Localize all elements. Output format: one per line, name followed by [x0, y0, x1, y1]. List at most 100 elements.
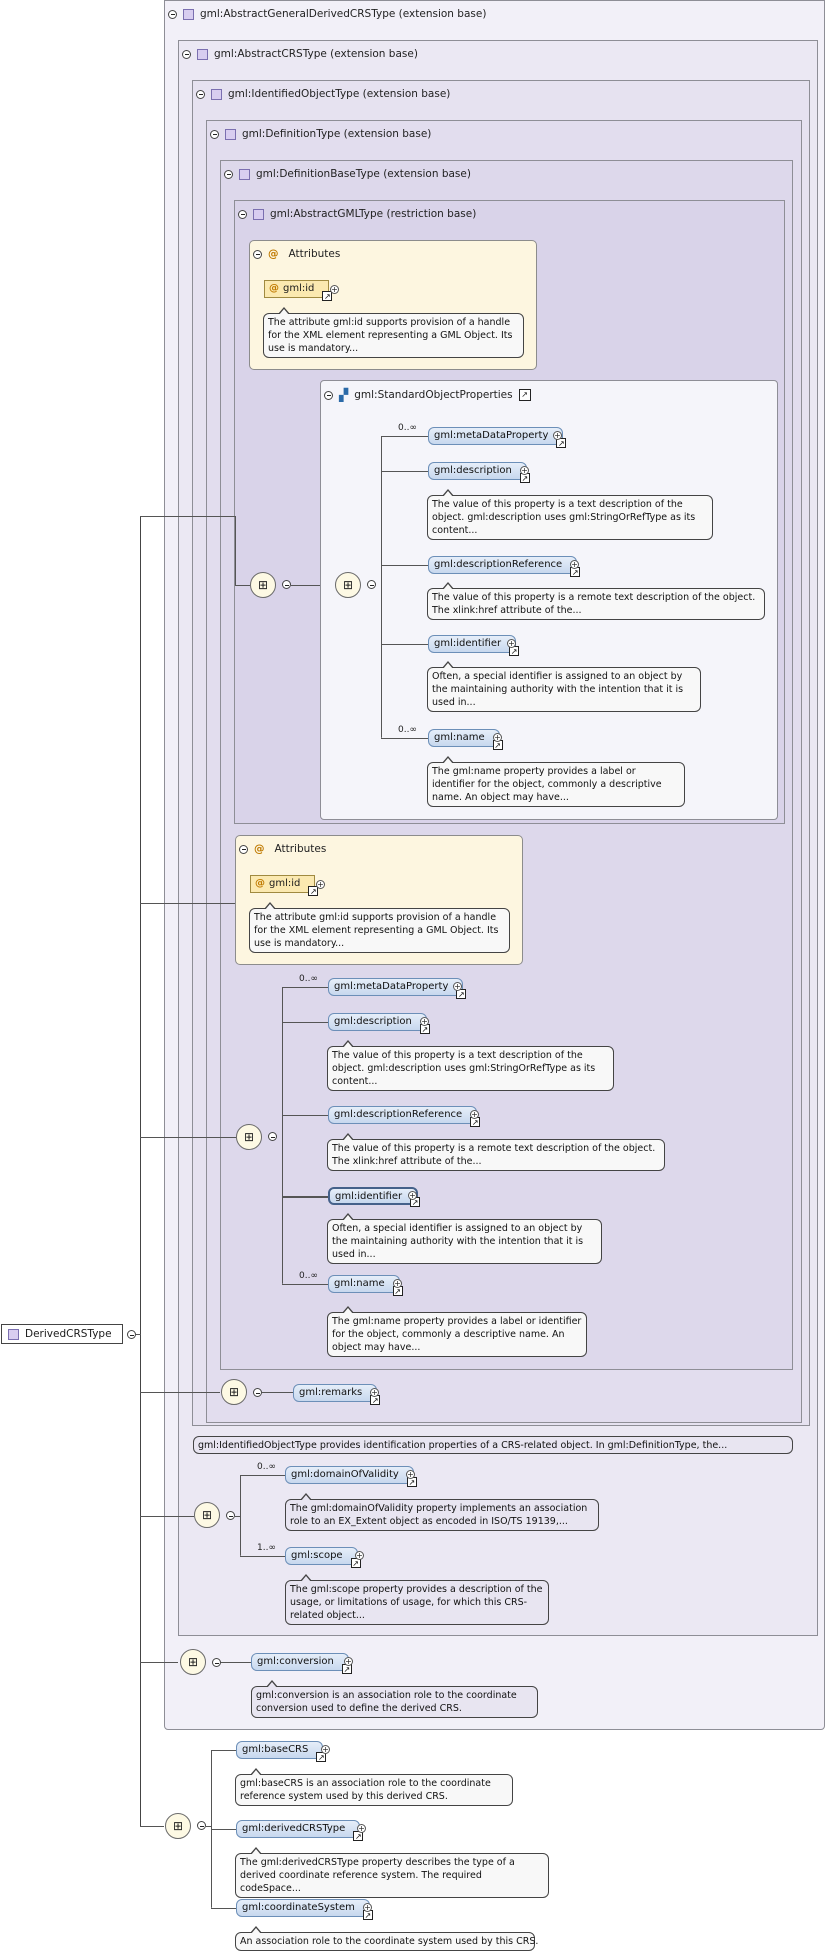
element-label: gml:name — [334, 1278, 385, 1289]
attributes-header[interactable]: @Attributes — [239, 843, 326, 855]
description-text: The value of this property is a text des… — [427, 489, 713, 540]
element-identifier[interactable]: gml:identifier↗ — [328, 1187, 421, 1207]
expand-plus-icon[interactable]: + — [357, 1824, 366, 1833]
expand-plus-icon[interactable]: + — [355, 1551, 364, 1560]
type-icon — [211, 88, 222, 100]
header-definition-base[interactable]: gml:DefinitionBaseType (extension base) — [224, 168, 471, 180]
link-arrow-icon[interactable]: ↗ — [456, 989, 467, 999]
type-icon — [8, 1328, 19, 1340]
link-arrow-icon[interactable]: ↗ — [518, 389, 531, 401]
expand-plus-icon[interactable]: + — [408, 1191, 417, 1200]
attributes-header[interactable]: @Attributes — [253, 248, 340, 260]
element-domain-of-validity[interactable]: gml:domainOfValidity↗ — [285, 1466, 417, 1487]
branch-line — [140, 1516, 194, 1517]
sequence-icon[interactable]: ⊞ — [165, 1813, 191, 1839]
element-descriptionreference[interactable]: gml:descriptionReference↗ — [428, 556, 581, 577]
header-identified-object[interactable]: gml:IdentifiedObjectType (extension base… — [196, 88, 450, 100]
root-collapse-icon[interactable] — [127, 1330, 136, 1339]
expand-plus-icon[interactable]: + — [330, 285, 339, 294]
box-title: gml:AbstractCRSType (extension base) — [214, 48, 418, 60]
connector-line — [381, 436, 428, 437]
connector-line — [282, 1022, 328, 1023]
connector-line — [381, 738, 428, 739]
element-identifier[interactable]: gml:identifier↗ — [428, 635, 520, 656]
collapse-icon[interactable] — [224, 169, 233, 179]
link-arrow-icon[interactable]: ↗ — [556, 438, 567, 448]
collapse-icon[interactable] — [268, 1132, 277, 1141]
element-name[interactable]: gml:name↗ — [428, 729, 503, 750]
domain-of-validity-description: The gml:domainOfValidity property implem… — [285, 1493, 599, 1531]
expand-plus-icon[interactable]: + — [370, 1388, 379, 1397]
collapse-icon[interactable] — [239, 844, 248, 854]
element-metadataproperty[interactable]: gml:metaDataProperty↗ — [428, 427, 567, 448]
connector-line — [240, 1556, 285, 1557]
expand-plus-icon[interactable]: + — [406, 1470, 415, 1479]
expand-plus-icon[interactable]: + — [570, 560, 579, 569]
collapse-icon[interactable] — [238, 209, 247, 219]
sequence-icon[interactable]: ⊞ — [250, 572, 276, 598]
expand-plus-icon[interactable]: + — [507, 639, 516, 648]
collapse-icon[interactable] — [210, 129, 219, 139]
header-definition[interactable]: gml:DefinitionType (extension base) — [210, 128, 431, 140]
root-element[interactable]: DerivedCRSType — [1, 1324, 123, 1344]
collapse-icon[interactable] — [212, 1658, 221, 1667]
expand-plus-icon[interactable]: + — [520, 466, 529, 475]
collapse-icon[interactable] — [253, 1388, 262, 1397]
element-remarks[interactable]: gml:remarks↗ — [293, 1384, 381, 1405]
description-text: Often, a special identifier is assigned … — [327, 1213, 602, 1264]
collapse-icon[interactable] — [367, 580, 376, 589]
element-coordinate-system[interactable]: gml:coordinateSystem↗ — [236, 1899, 373, 1920]
at-icon: @ — [254, 843, 265, 855]
expand-plus-icon[interactable]: + — [553, 431, 562, 440]
sequence-spine — [381, 436, 382, 738]
collapse-icon[interactable] — [182, 49, 191, 59]
element-metadataproperty[interactable]: gml:metaDataProperty↗ — [328, 978, 467, 999]
connector-line — [282, 1284, 328, 1285]
expand-plus-icon[interactable]: + — [344, 1657, 353, 1666]
collapse-icon[interactable] — [324, 390, 333, 400]
element-derived-crs-type[interactable]: gml:derivedCRSType↗ — [236, 1820, 364, 1841]
sequence-icon[interactable]: ⊞ — [236, 1124, 262, 1150]
element-description[interactable]: gml:description↗ — [428, 462, 530, 483]
type-icon — [183, 8, 194, 20]
collapse-icon[interactable] — [282, 580, 291, 589]
attribute-gml-id[interactable]: @gml:id↗ — [264, 280, 333, 301]
sequence-icon[interactable]: ⊞ — [180, 1649, 206, 1675]
element-description[interactable]: gml:description↗ — [328, 1013, 430, 1034]
scope-description: The gml:scope property provides a descri… — [285, 1574, 549, 1625]
connector-line — [221, 1662, 251, 1663]
expand-plus-icon[interactable]: + — [470, 1110, 479, 1119]
expand-plus-icon[interactable]: + — [316, 880, 325, 889]
header-abstract-general-derived-crs[interactable]: gml:AbstractGeneralDerivedCRSType (exten… — [168, 8, 486, 20]
expand-plus-icon[interactable]: + — [420, 1017, 429, 1026]
header-abstract-crs[interactable]: gml:AbstractCRSType (extension base) — [182, 48, 418, 60]
sequence-icon[interactable]: ⊞ — [335, 572, 361, 598]
header-abstract-gml[interactable]: gml:AbstractGMLType (restriction base) — [238, 208, 476, 220]
collapse-icon[interactable] — [197, 1821, 206, 1830]
element-descriptionreference[interactable]: gml:descriptionReference↗ — [328, 1106, 481, 1127]
element-label: gml:baseCRS — [242, 1744, 309, 1755]
element-conversion[interactable]: gml:conversion↗ — [251, 1653, 352, 1674]
expand-plus-icon[interactable]: + — [321, 1745, 330, 1754]
expand-plus-icon[interactable]: + — [493, 733, 502, 742]
type-icon — [253, 208, 264, 220]
expand-plus-icon[interactable]: + — [393, 1279, 402, 1288]
sequence-icon[interactable]: ⊞ — [194, 1502, 220, 1528]
link-arrow-icon[interactable]: ↗ — [322, 291, 333, 301]
root-connector — [136, 1334, 141, 1335]
element-base-crs[interactable]: gml:baseCRS↗ — [236, 1741, 327, 1762]
element-name[interactable]: gml:name↗ — [328, 1275, 403, 1296]
collapse-icon[interactable] — [226, 1511, 235, 1520]
collapse-icon[interactable] — [196, 89, 205, 99]
group-header[interactable]: ▞gml:StandardObjectProperties↗ — [324, 388, 531, 402]
collapse-icon[interactable] — [168, 9, 177, 19]
link-arrow-icon[interactable]: ↗ — [308, 886, 319, 896]
sequence-icon[interactable]: ⊞ — [221, 1379, 247, 1405]
attribute-gml-id[interactable]: @gml:id↗ — [250, 875, 319, 896]
expand-plus-icon[interactable]: + — [363, 1903, 372, 1912]
trunk-line — [140, 516, 141, 1826]
collapse-icon[interactable] — [253, 249, 262, 259]
element-scope[interactable]: gml:scope↗ — [285, 1547, 361, 1568]
at-icon: @ — [269, 283, 279, 294]
expand-plus-icon[interactable]: + — [453, 982, 462, 991]
